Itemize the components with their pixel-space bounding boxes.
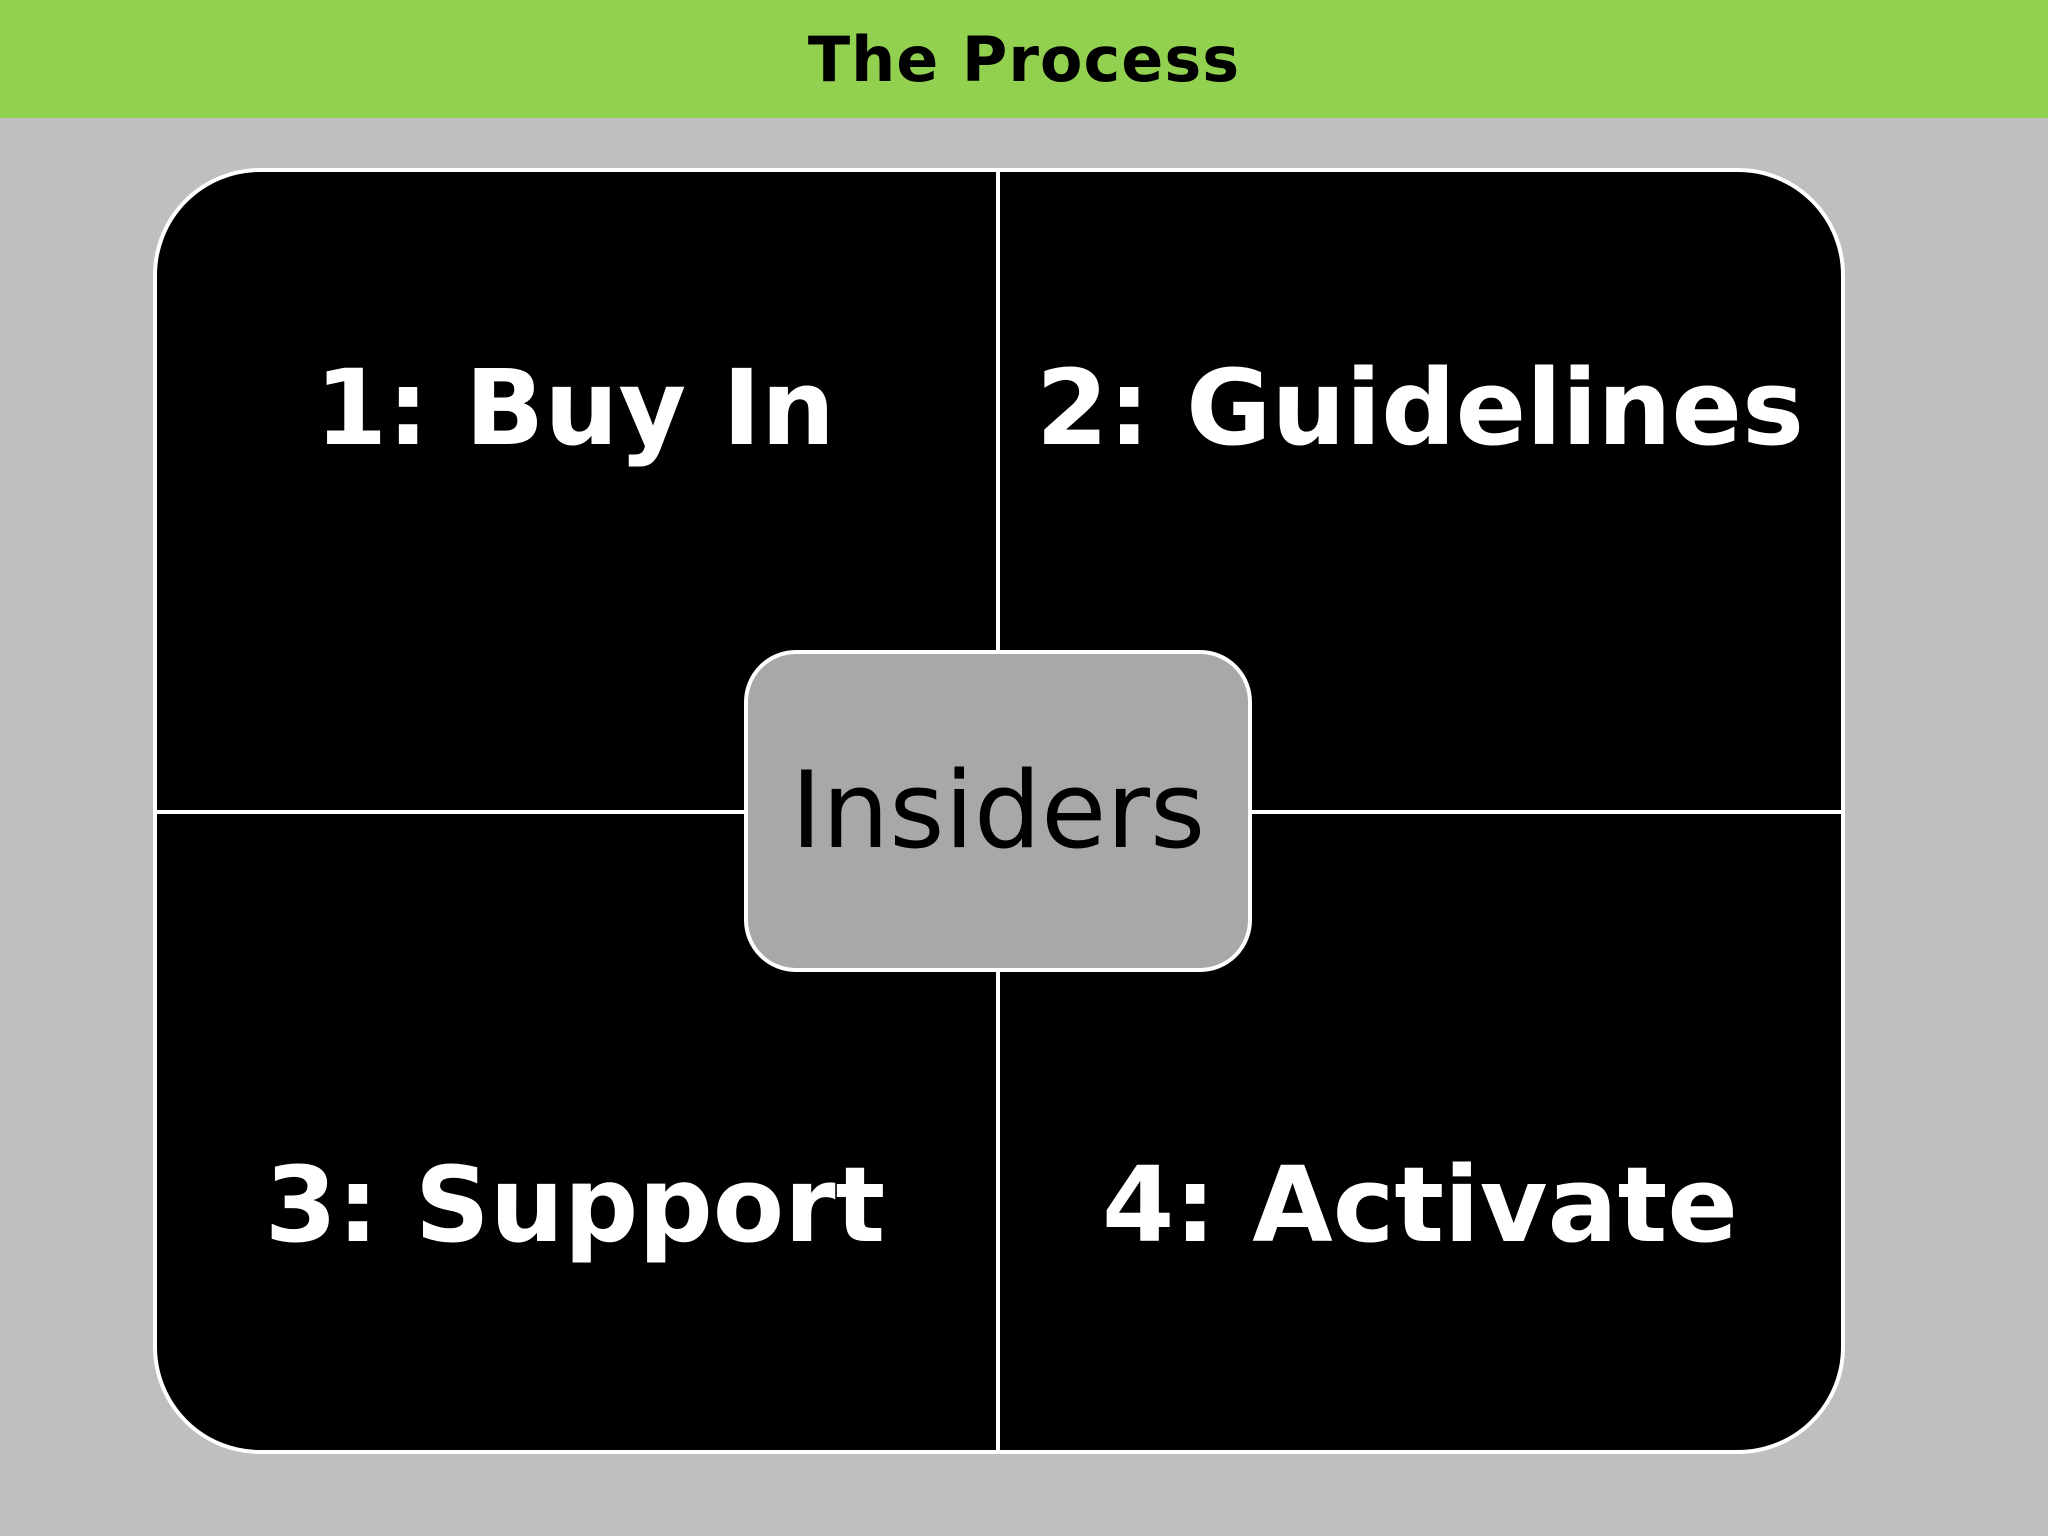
quadrant-buy-in-label: 1: Buy In — [314, 347, 836, 469]
quadrant-support-label: 3: Support — [264, 1144, 886, 1266]
quadrant-guidelines-label: 2: Guidelines — [1036, 347, 1804, 469]
quadrant-activate-label: 4: Activate — [1102, 1144, 1738, 1266]
center-label: Insiders — [790, 749, 1206, 872]
title-bar: The Process — [0, 0, 2048, 118]
center-box: Insiders — [744, 650, 1252, 972]
page-title: The Process — [807, 22, 1241, 96]
